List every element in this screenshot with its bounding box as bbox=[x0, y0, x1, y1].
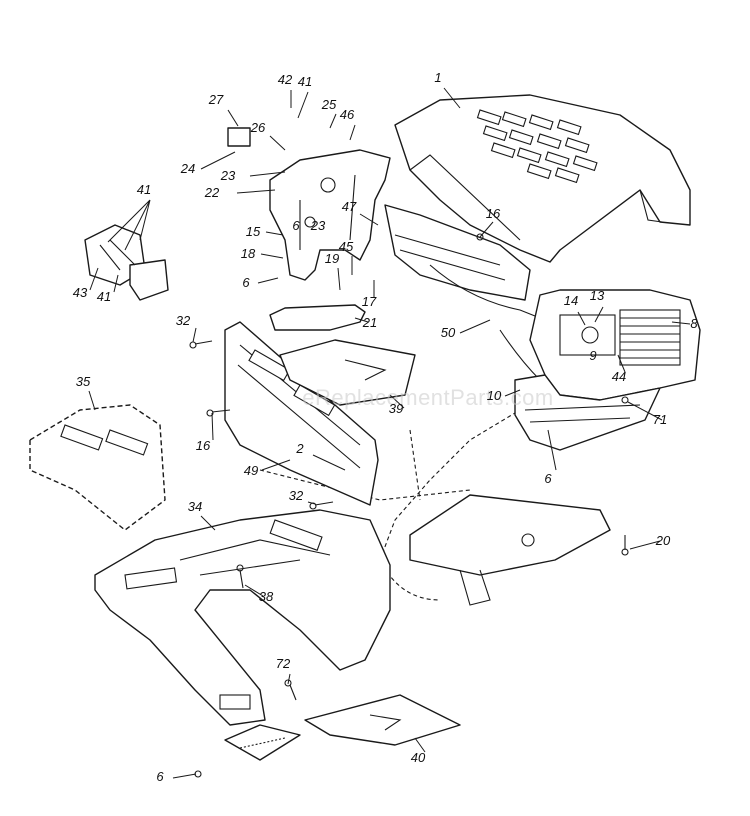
callout-1: 1 bbox=[434, 70, 441, 85]
callout-47: 47 bbox=[342, 199, 357, 214]
lower-strip bbox=[224, 724, 301, 761]
fender-34 bbox=[94, 509, 391, 726]
callout-72: 72 bbox=[276, 656, 291, 671]
grille-housing bbox=[529, 289, 701, 401]
callout-16b: 16 bbox=[196, 438, 211, 453]
dash-panel bbox=[269, 149, 391, 281]
callout-6b: 6 bbox=[292, 218, 300, 233]
callout-38: 38 bbox=[259, 589, 274, 604]
callout-42: 42 bbox=[278, 72, 293, 87]
callout-17: 17 bbox=[362, 294, 377, 309]
callout-46: 46 bbox=[340, 107, 355, 122]
callout-23a: 23 bbox=[220, 168, 236, 183]
callout-34: 34 bbox=[188, 499, 202, 514]
bracket bbox=[269, 304, 366, 331]
callout-71: 71 bbox=[653, 412, 667, 427]
leader-lines bbox=[88, 87, 691, 779]
switch-27 bbox=[227, 127, 251, 147]
callout-24: 24 bbox=[180, 161, 195, 176]
callout-9: 9 bbox=[589, 348, 596, 363]
callout-23b: 23 bbox=[310, 218, 326, 233]
callout-6a: 6 bbox=[242, 275, 250, 290]
callout-40: 40 bbox=[411, 750, 426, 765]
fasteners bbox=[189, 233, 629, 778]
watermark-text: eReplacementParts.com bbox=[302, 385, 553, 410]
nose-cone bbox=[514, 374, 661, 451]
callout-8: 8 bbox=[690, 316, 698, 331]
callout-50: 50 bbox=[441, 325, 456, 340]
callout-41b: 41 bbox=[137, 182, 151, 197]
callout-49: 49 bbox=[244, 463, 258, 478]
callout-6d: 6 bbox=[156, 769, 164, 784]
callout-2: 2 bbox=[295, 441, 304, 456]
callout-15: 15 bbox=[246, 224, 261, 239]
callout-6c: 6 bbox=[544, 471, 552, 486]
callout-20: 20 bbox=[655, 533, 671, 548]
callout-32b: 32 bbox=[289, 488, 304, 503]
callout-39: 39 bbox=[389, 401, 403, 416]
callout-25: 25 bbox=[321, 97, 337, 112]
hood bbox=[394, 94, 691, 263]
callout-35: 35 bbox=[76, 374, 91, 389]
callout-44: 44 bbox=[612, 369, 626, 384]
callout-19: 19 bbox=[325, 251, 339, 266]
floor-plate-40 bbox=[304, 694, 461, 746]
callout-32a: 32 bbox=[176, 313, 191, 328]
fender-35 bbox=[29, 404, 166, 531]
callout-13: 13 bbox=[590, 288, 605, 303]
callout-18: 18 bbox=[241, 246, 256, 261]
callout-27: 27 bbox=[208, 92, 224, 107]
callout-21: 21 bbox=[362, 315, 377, 330]
floor-plate-39 bbox=[279, 339, 416, 406]
callout-43: 43 bbox=[73, 285, 88, 300]
callout-14: 14 bbox=[564, 293, 578, 308]
callout-26: 26 bbox=[250, 120, 266, 135]
frame-member bbox=[409, 494, 611, 606]
callout-16a: 16 bbox=[486, 206, 501, 221]
callout-41a: 41 bbox=[298, 74, 312, 89]
callout-22: 22 bbox=[204, 185, 220, 200]
callout-45: 45 bbox=[339, 239, 354, 254]
callout-10: 10 bbox=[487, 388, 502, 403]
callout-41c: 41 bbox=[97, 289, 111, 304]
